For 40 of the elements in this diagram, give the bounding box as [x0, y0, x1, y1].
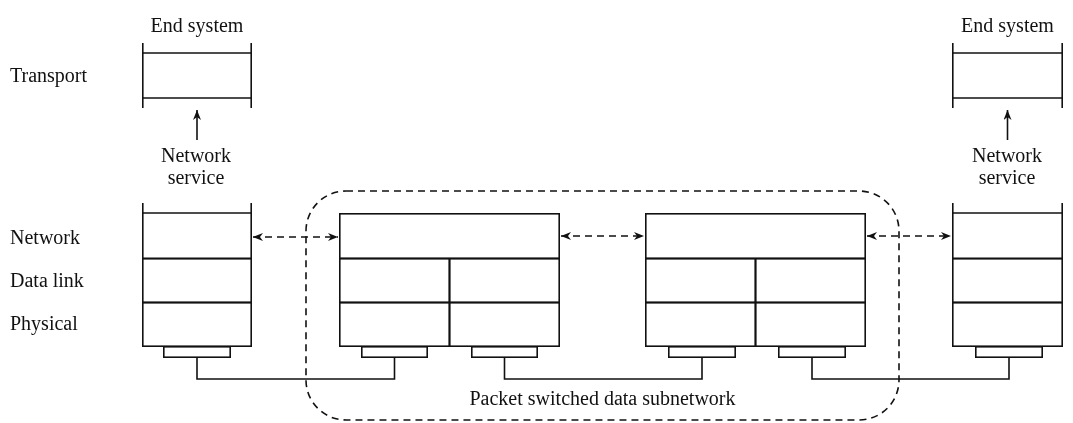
layer-box	[142, 302, 252, 347]
arrow	[560, 232, 645, 240]
layer-box	[142, 203, 252, 259]
arrow	[866, 232, 952, 240]
interface-card	[778, 346, 846, 358]
layer-box	[645, 258, 756, 303]
cable-line	[196, 357, 396, 380]
layer-box	[339, 302, 450, 347]
layer-box	[339, 258, 450, 303]
subnetwork-boundary	[305, 190, 900, 422]
interface-card	[163, 346, 231, 358]
group-caption: Packet switched data subnetwork	[469, 387, 736, 409]
arrow	[1003, 109, 1012, 141]
layer-name: Transport	[10, 64, 88, 86]
layer-name: Network	[10, 226, 80, 248]
layer-box	[645, 213, 866, 259]
interface-card	[471, 346, 538, 358]
arrow	[193, 109, 201, 141]
interface-card	[668, 346, 736, 358]
node-heading: End system	[150, 14, 244, 36]
layer-name: Physical	[10, 312, 78, 334]
layer-box	[449, 258, 560, 303]
layer-box	[952, 302, 1063, 347]
layer-box	[449, 302, 560, 347]
layer-box	[142, 258, 252, 303]
layer-box	[755, 302, 866, 347]
interface-card	[361, 346, 428, 358]
arrow	[252, 233, 339, 241]
node-heading: End system	[961, 14, 1054, 36]
layer-box	[755, 258, 866, 303]
cable-line	[503, 357, 703, 380]
interface-card	[975, 346, 1043, 358]
layer-box	[952, 258, 1063, 303]
service-label: Network service	[160, 144, 232, 188]
service-label: Network service	[971, 144, 1043, 188]
layer-box	[645, 302, 756, 347]
cable-line	[811, 357, 1010, 380]
layer-name: Data link	[10, 269, 84, 291]
layer-box	[952, 203, 1063, 259]
layer-box	[339, 213, 560, 259]
